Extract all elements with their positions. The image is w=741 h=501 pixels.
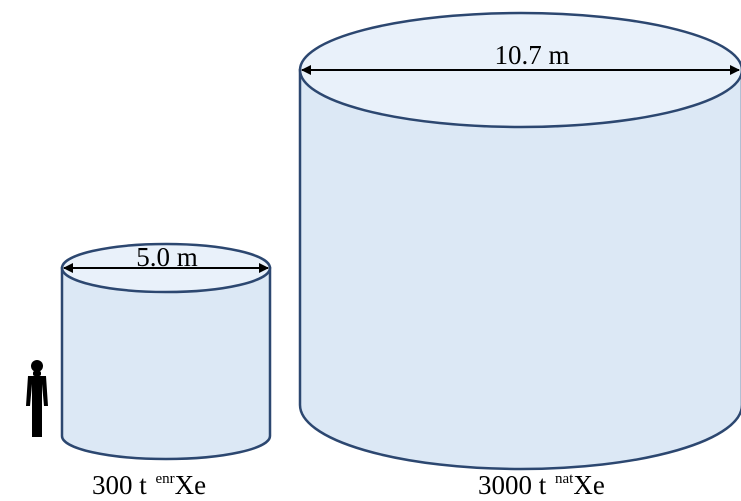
person-silhouette-icon xyxy=(26,360,48,437)
large-tank: 10.7 m xyxy=(298,11,741,471)
small-tank: 5.0 m xyxy=(60,242,272,461)
large-tank-diameter-label: 10.7 m xyxy=(494,40,569,70)
large-tank-isotope-prefix: nat xyxy=(555,471,574,487)
small-tank-body xyxy=(60,266,272,461)
small-tank-diameter-label: 5.0 m xyxy=(136,242,198,272)
large-tank-element: Xe xyxy=(573,470,605,500)
small-tank-isotope-prefix: enr xyxy=(155,471,175,487)
small-tank-mass: 300 t xyxy=(92,470,147,500)
small-tank-element: Xe xyxy=(174,470,207,500)
small-tank-caption: 300 t enrXe xyxy=(92,472,206,499)
large-tank-caption: 3000 t natXe xyxy=(478,472,605,499)
large-tank-mass: 3000 t xyxy=(478,470,547,500)
large-tank-body xyxy=(298,68,741,471)
